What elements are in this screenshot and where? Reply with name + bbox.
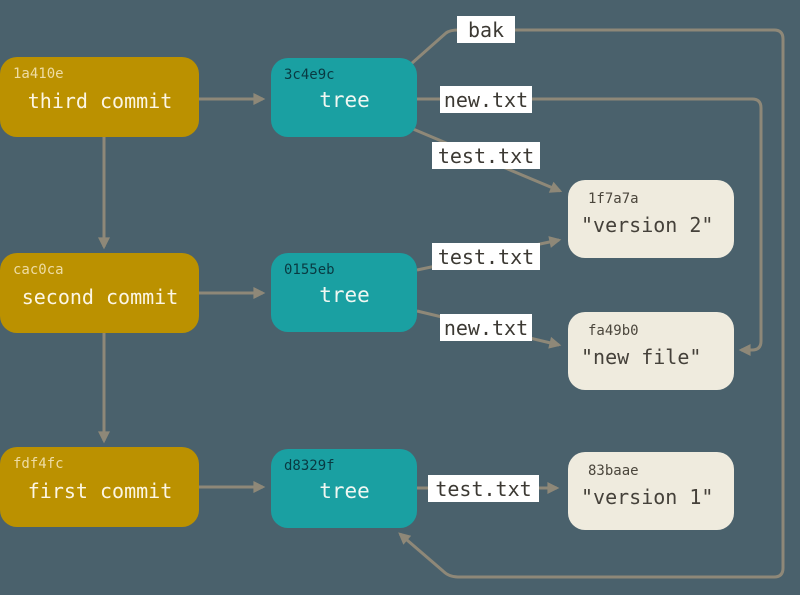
tree-node-d8329f: d8329f tree — [271, 449, 417, 528]
edge-tree-3c4e9c-newtxt-to-blob-fa49b0 — [417, 97, 763, 356]
commit-label: first commit — [27, 479, 173, 503]
commit-node-first: fdf4fc first commit — [0, 447, 199, 527]
blob-hash: fa49b0 — [588, 323, 639, 339]
commit-hash: 1a410e — [13, 66, 64, 82]
blob-node-83baae: 83baae "version 1" — [568, 452, 734, 530]
tree-node-0155eb: 0155eb tree — [271, 253, 417, 332]
blob-node-fa49b0: fa49b0 "new file" — [568, 312, 734, 390]
tree-hash: 0155eb — [284, 262, 335, 278]
edge-label-newtxt-middle: new.txt — [440, 314, 532, 341]
tree-node-3c4e9c: 3c4e9c tree — [271, 58, 417, 137]
tree-label: tree — [319, 479, 370, 503]
edge-label-bak: bak — [457, 16, 515, 43]
tree-hash: 3c4e9c — [284, 67, 335, 83]
tree-label: tree — [319, 88, 370, 112]
edge-label-testtxt-bottom: test.txt — [428, 475, 539, 502]
edge-label-testtxt-middle: test.txt — [432, 243, 540, 270]
commit-node-third: 1a410e third commit — [0, 57, 199, 137]
commit-node-second: cac0ca second commit — [0, 253, 199, 333]
commit-hash: cac0ca — [13, 262, 64, 278]
commit-hash: fdf4fc — [13, 456, 64, 472]
commit-label: second commit — [21, 285, 179, 309]
blob-label: "new file" — [581, 345, 702, 369]
tree-hash: d8329f — [284, 458, 335, 474]
edge-label-testtxt-top: test.txt — [432, 142, 540, 169]
blob-node-1f7a7a: 1f7a7a "version 2" — [568, 180, 734, 258]
commit-label: third commit — [27, 89, 173, 113]
blob-label: "version 1" — [581, 485, 714, 509]
edge-tree-3c4e9c-bak-to-tree-d8329f — [398, 28, 785, 579]
tree-label: tree — [319, 283, 370, 307]
blob-hash: 1f7a7a — [588, 191, 639, 207]
blob-hash: 83baae — [588, 463, 639, 479]
edge-label-newtxt-top: new.txt — [440, 86, 532, 113]
blob-label: "version 2" — [581, 213, 714, 237]
